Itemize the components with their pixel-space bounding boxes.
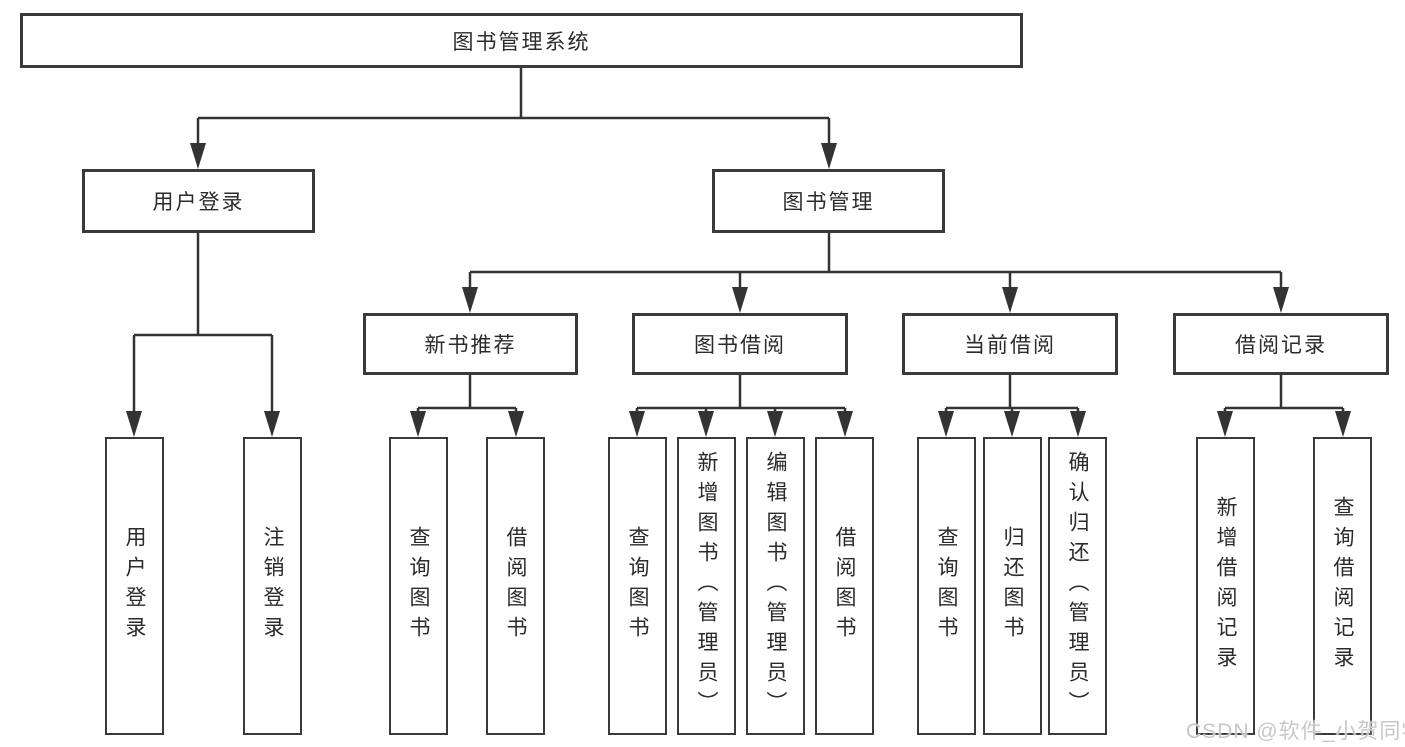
node-book-management-label: 图书管理 <box>782 191 875 214</box>
connector-lines <box>132 68 1345 414</box>
node-book-borrowing: 图书借阅 <box>632 313 848 375</box>
node-leaf-cb-return-books: 归还图书 <box>983 437 1042 735</box>
connector-bookborrow-children <box>635 375 847 414</box>
arrowhead <box>410 411 426 437</box>
node-leaf-logout: 注销登录 <box>243 437 302 735</box>
node-leaf-bb-borrow-books-label: 借阅图书 <box>833 526 856 646</box>
connector-userlogin-children <box>132 233 274 413</box>
arrowhead <box>629 411 645 437</box>
node-book-management: 图书管理 <box>712 169 945 233</box>
arrowhead <box>1002 287 1018 313</box>
node-leaf-bb-query-books: 查询图书 <box>608 437 667 735</box>
node-leaf-br-add-record: 新增借阅记录 <box>1196 437 1255 735</box>
arrowhead <box>1273 287 1289 313</box>
node-current-borrowing: 当前借阅 <box>902 313 1118 375</box>
arrowhead <box>732 287 748 313</box>
connector-root-to-level2 <box>196 68 831 144</box>
node-leaf-cb-query-books: 查询图书 <box>917 437 976 735</box>
arrowheads <box>126 143 1351 437</box>
node-leaf-nb-query-books-label: 查询图书 <box>407 526 430 646</box>
node-borrowing-records-label: 借阅记录 <box>1235 334 1327 357</box>
node-leaf-logout-label: 注销登录 <box>261 526 284 646</box>
arrowhead <box>462 287 478 313</box>
node-leaf-cb-query-books-label: 查询图书 <box>935 526 958 646</box>
arrowhead <box>767 411 783 437</box>
connector-currentborrow-children <box>944 375 1080 414</box>
node-borrowing-records: 借阅记录 <box>1173 313 1389 375</box>
arrowhead <box>1004 411 1020 437</box>
node-leaf-br-add-record-label: 新增借阅记录 <box>1214 496 1237 676</box>
arrowhead <box>508 411 524 437</box>
node-leaf-nb-borrow-books: 借阅图书 <box>486 437 545 735</box>
node-leaf-cb-return-books-label: 归还图书 <box>1001 526 1024 646</box>
node-new-book-recommendation-label: 新书推荐 <box>424 334 517 357</box>
connector-newbookrec-children <box>416 375 518 414</box>
arrowhead <box>938 411 954 437</box>
node-user-login-label: 用户登录 <box>152 191 245 214</box>
arrowhead <box>264 411 280 437</box>
connector-bookmgmt-children <box>468 233 1283 290</box>
node-leaf-nb-query-books: 查询图书 <box>389 437 448 735</box>
node-leaf-nb-borrow-books-label: 借阅图书 <box>504 526 527 646</box>
arrowhead <box>190 143 206 169</box>
node-leaf-user-login: 用户登录 <box>105 437 164 735</box>
node-current-borrowing-label: 当前借阅 <box>964 334 1056 357</box>
arrowhead <box>1070 411 1086 437</box>
arrowhead <box>698 411 714 437</box>
node-leaf-br-query-record: 查询借阅记录 <box>1313 437 1372 735</box>
node-leaf-bb-edit-books-admin: 编辑图书（管理员） <box>746 437 805 735</box>
node-leaf-user-login-label: 用户登录 <box>123 526 146 646</box>
arrowhead <box>126 411 142 437</box>
node-new-book-recommendation: 新书推荐 <box>363 313 578 375</box>
node-leaf-bb-add-books-admin-label: 新增图书（管理员） <box>695 451 718 721</box>
arrowhead <box>837 411 853 437</box>
arrowhead <box>821 143 837 169</box>
node-leaf-bb-borrow-books: 借阅图书 <box>815 437 874 735</box>
arrowhead <box>1335 411 1351 437</box>
arrowhead <box>1217 411 1233 437</box>
connector-borrowrecord-children <box>1223 375 1345 414</box>
node-leaf-cb-confirm-return-admin: 确认归还（管理员） <box>1048 437 1107 735</box>
node-leaf-bb-add-books-admin: 新增图书（管理员） <box>677 437 736 735</box>
node-root-label: 图书管理系统 <box>452 30 591 54</box>
node-root: 图书管理系统 <box>20 13 1023 68</box>
node-leaf-cb-confirm-return-admin-label: 确认归还（管理员） <box>1066 451 1089 721</box>
node-leaf-br-query-record-label: 查询借阅记录 <box>1331 496 1354 676</box>
node-user-login: 用户登录 <box>82 169 315 233</box>
watermark: CSDN @软件_小贺同学 <box>1186 720 1405 743</box>
node-leaf-bb-edit-books-admin-label: 编辑图书（管理员） <box>764 451 787 721</box>
node-leaf-bb-query-books-label: 查询图书 <box>626 526 649 646</box>
node-book-borrowing-label: 图书借阅 <box>694 334 786 357</box>
